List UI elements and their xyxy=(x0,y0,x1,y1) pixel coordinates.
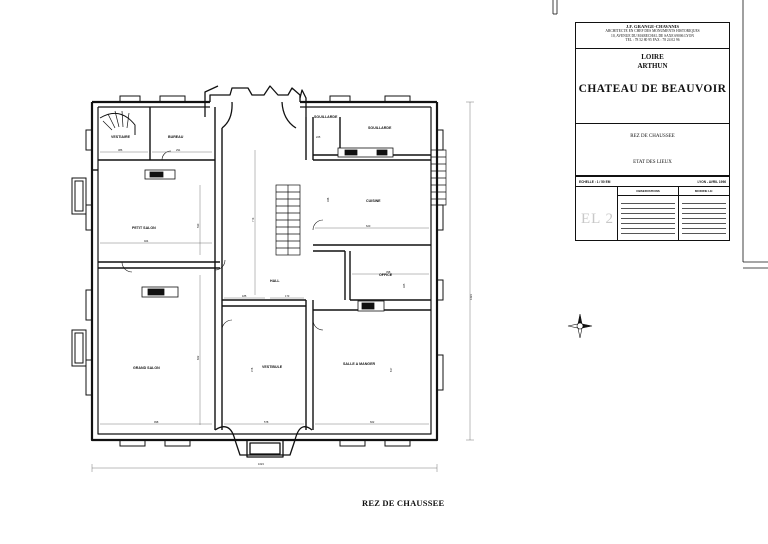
dimension-value: 822 xyxy=(196,355,200,360)
scale-date-row: ECHELLE : 1 / 50 EM LYON - AVRIL 1996 xyxy=(576,177,729,187)
architect-name: J.F. GRANGE-CHAVANIS xyxy=(625,24,680,29)
architect-block: J.F. GRANGE-CHAVANIS ARCHITECTE EN CHEF … xyxy=(576,23,729,49)
level-label: REZ DE CHAUSSEE xyxy=(630,134,675,139)
staircases xyxy=(99,110,447,256)
dimension-value: 998 xyxy=(154,420,159,424)
architect-phone: TEL : 78 52 80 95 FAX : 78 24 02 96 xyxy=(625,37,680,42)
dimension-value: 530 xyxy=(196,223,200,228)
observations-column: OBSERVATIONS xyxy=(617,187,678,241)
drawing-caption: REZ DE CHAUSSEE xyxy=(362,498,445,508)
room-label: BUREAU xyxy=(168,135,184,139)
sheet-stamp: EL 2 xyxy=(581,211,615,227)
room-label: SOUILLARDE xyxy=(314,115,338,119)
title-block: J.F. GRANGE-CHAVANIS ARCHITECTE EN CHEF … xyxy=(575,22,730,176)
room-label: VESTIAIRE xyxy=(111,135,131,139)
dimension-value: 924 xyxy=(144,239,149,243)
room-label: HALL xyxy=(270,279,280,283)
revision-block: ECHELLE : 1 / 50 EM LYON - AVRIL 1996 EL… xyxy=(575,176,730,241)
room-label: SALLE A MANGER xyxy=(343,362,375,366)
building-name: CHATEAU DE BEAUVOIR xyxy=(578,83,727,95)
department: LOIRE xyxy=(641,53,664,61)
sheet-frame xyxy=(552,0,768,269)
interior-walls xyxy=(92,107,431,430)
dimension-value: 578 xyxy=(264,420,269,424)
dimension-value: 376 xyxy=(250,367,254,372)
dimension-value: 617 xyxy=(389,367,393,372)
architect-title: ARCHITECTE EN CHEF DES MONUMENTS HISTORI… xyxy=(605,29,700,34)
dimension-value: 620 xyxy=(366,224,371,228)
drawing-type: ETAT DES LIEUX xyxy=(633,160,672,165)
dimension-value: 173 xyxy=(285,294,290,298)
fireplaces xyxy=(141,147,394,312)
dimension-value: 325 xyxy=(402,283,406,288)
compass-rose-icon xyxy=(567,313,593,339)
room-label: SOUILLARDE xyxy=(368,126,392,130)
room-label: CUISINE xyxy=(366,199,381,203)
revisions-header: MODIFIE LE: xyxy=(679,187,729,196)
dimension-value: 185 xyxy=(242,294,247,298)
dimension-value: 662 xyxy=(370,420,375,424)
dimension-value: 291 xyxy=(176,148,181,152)
dimension-value: 386 xyxy=(118,148,123,152)
window-embrasures xyxy=(71,95,444,447)
room-label: VESTIBULE xyxy=(262,365,283,369)
dimension-value: 398 xyxy=(386,270,391,274)
project-block: LOIRE ARTHUN CHATEAU DE BEAUVOIR xyxy=(576,53,729,124)
central-tower xyxy=(204,85,313,458)
date-label: LYON - AVRIL 1996 xyxy=(697,179,726,184)
room-label: OFFICE xyxy=(379,273,393,277)
dimension-value: 346 xyxy=(326,197,330,202)
revisions-column: MODIFIE LE: xyxy=(678,187,729,241)
commune: ARTHUN xyxy=(637,62,668,70)
room-label: GRAND SALON xyxy=(133,366,160,370)
dimension-values: 1623 1423 386 291 924 998 578 662 620 39… xyxy=(118,135,473,466)
stamp-column: EL 2 xyxy=(576,187,617,241)
room-label: PETIT SALON xyxy=(132,226,156,230)
room-labels: VESTIAIRE BUREAU PETIT SALON GRAND SALON… xyxy=(111,115,393,370)
scale-label: ECHELLE : 1 / 50 EM xyxy=(579,179,611,184)
dimension-value: 225 xyxy=(316,135,321,139)
observations-header: OBSERVATIONS xyxy=(618,187,678,196)
dimension-value: 1423 xyxy=(469,294,473,300)
dimension-lines xyxy=(91,101,474,472)
dimension-value: 1623 xyxy=(258,462,264,466)
revisions-lines xyxy=(682,199,726,237)
revision-columns: EL 2 OBSERVATIONS MODIFIE LE: xyxy=(576,187,729,241)
door-swings xyxy=(121,150,324,331)
observations-lines xyxy=(621,199,675,237)
architect-address: 10, AVENUE DU MARECHAL DE SAXE 69006 LYO… xyxy=(611,33,694,38)
dimension-value: 773 xyxy=(251,217,255,222)
